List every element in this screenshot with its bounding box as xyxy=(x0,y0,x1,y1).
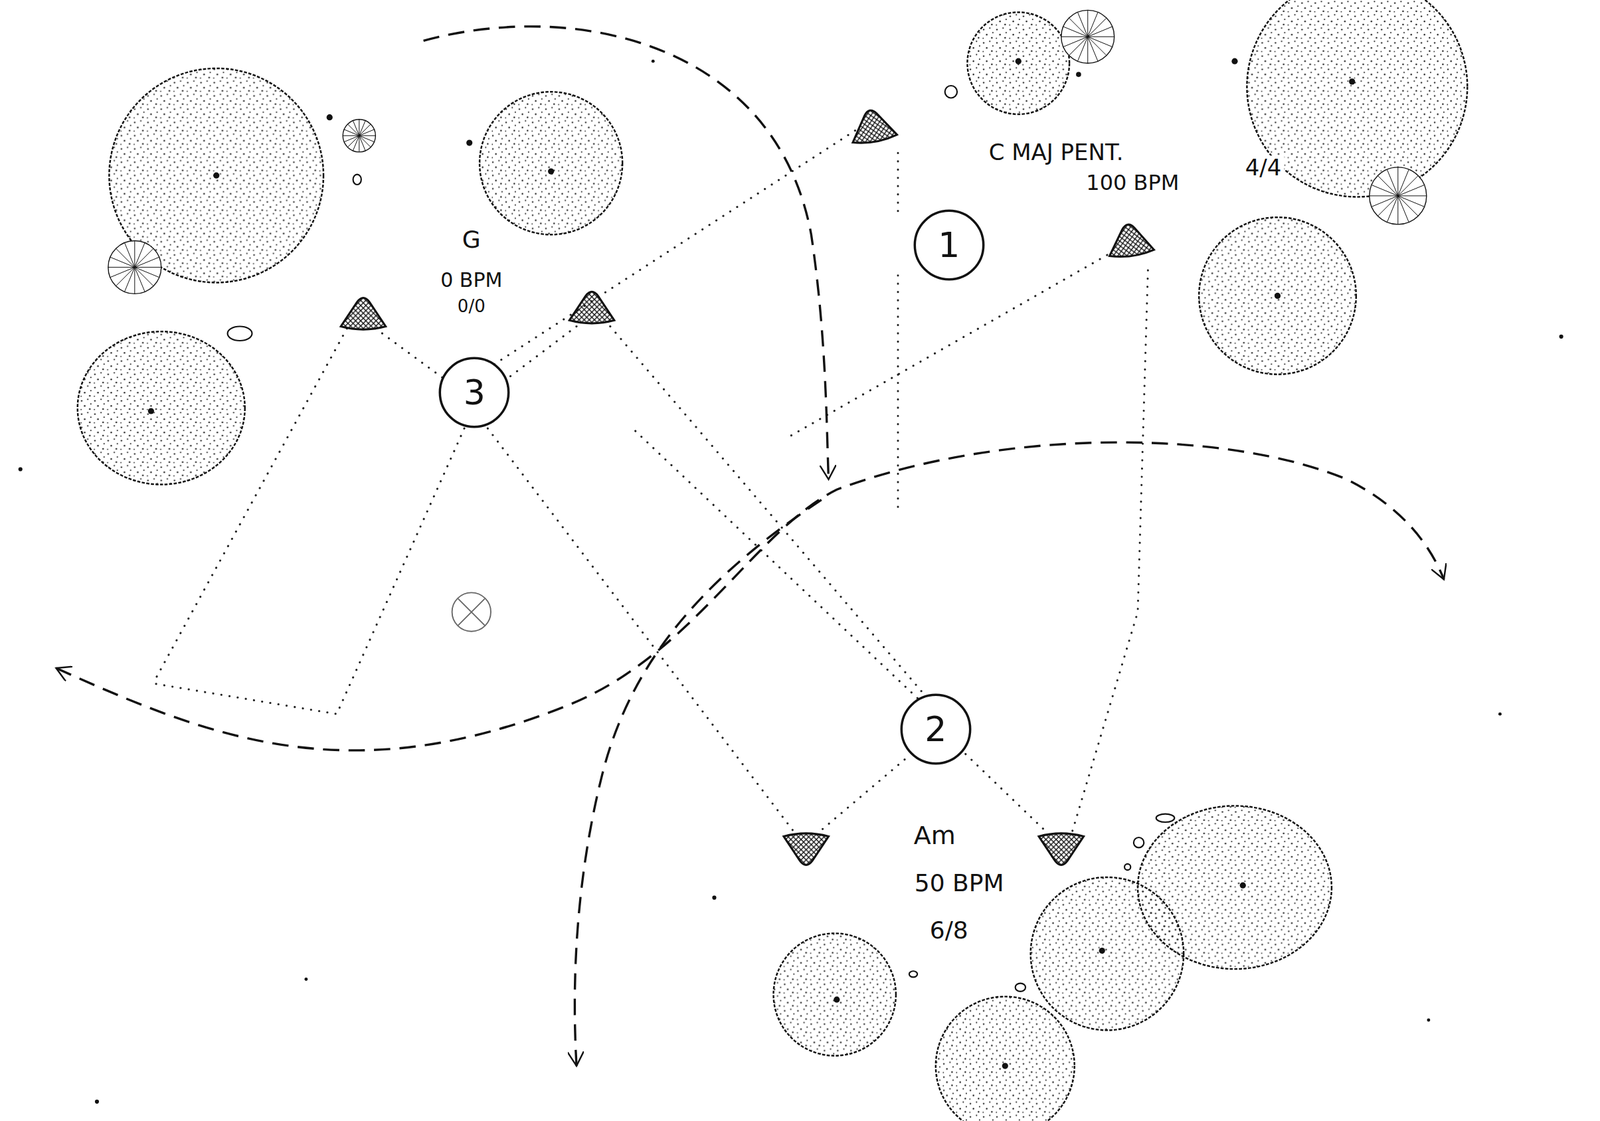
numbered-circle: 2 xyxy=(899,692,973,766)
callout-number: 3 xyxy=(463,375,486,410)
zone-label: 4/4 xyxy=(1242,156,1285,181)
tree-centers xyxy=(148,58,1356,1070)
pebbles xyxy=(227,85,1175,992)
callout-number: 2 xyxy=(924,711,947,747)
zone-label: 0/0 xyxy=(454,296,489,316)
zone-label: G xyxy=(459,226,484,254)
movement-arrows xyxy=(55,26,1444,1067)
zone-label: Am xyxy=(911,822,959,851)
tree-canopies xyxy=(77,0,1468,1121)
zone-label: 0 BPM xyxy=(437,268,505,291)
zone-label: C MAJ PENT. xyxy=(986,140,1127,166)
numbered-circle: 3 xyxy=(437,355,511,430)
zone-label: 50 BPM xyxy=(911,870,1007,897)
callout-number: 1 xyxy=(937,227,960,263)
speakers xyxy=(340,106,1155,865)
zone-label: 100 BPM xyxy=(1083,172,1182,196)
crossed-marker xyxy=(452,592,491,631)
ground-dots xyxy=(18,58,1564,1104)
zone-label: 6/8 xyxy=(927,917,972,944)
shrubs xyxy=(108,9,1427,294)
numbered-circle: 1 xyxy=(912,208,986,282)
